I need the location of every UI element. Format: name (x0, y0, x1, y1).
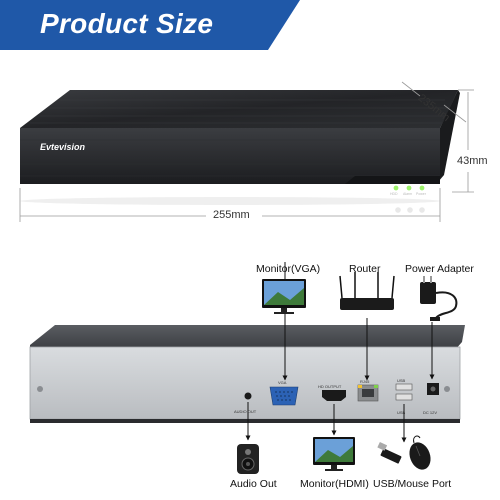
led-label-power: Power (416, 192, 426, 196)
height-dimension-label: 43mm (457, 155, 488, 167)
usb-port-top-icon (395, 383, 413, 391)
vga-port-icon (269, 386, 299, 406)
power-adapter-icon (420, 276, 458, 321)
led-label-hdd: HDD (390, 192, 398, 196)
width-dimension-label: 255mm (213, 209, 250, 221)
hd-output-port-label: HD OUTPUT (318, 384, 342, 389)
nvr-rear-view (29, 325, 465, 423)
brand-logo-text: Evtevision (40, 142, 86, 152)
audio-out-port-icon (244, 392, 252, 400)
monitor-hdmi-label: Monitor(HDMI) (300, 478, 369, 490)
vga-port-label: VGA (278, 380, 287, 385)
product-size-banner (0, 0, 300, 50)
connection-arrows-bottom (245, 402, 407, 443)
dc-port-label: DC 12V (423, 410, 438, 415)
banner-title: Product Size (40, 8, 214, 39)
rj45-port-label: RJ45 (360, 379, 370, 384)
led-label-alarm: Alarm (403, 192, 413, 196)
router-label: Router (349, 263, 381, 275)
audio-out-label: Audio Out (230, 478, 277, 490)
monitor-vga-label: Monitor(VGA) (256, 263, 321, 275)
monitor-hdmi-icon (313, 437, 355, 471)
mouse-icon (409, 435, 431, 470)
usb-port-bottom-icon (395, 393, 413, 401)
usb-top-port-label: USB (397, 378, 406, 383)
alarm-led-icon (406, 185, 412, 191)
monitor-vga-icon (262, 279, 306, 314)
nvr-front-view (20, 90, 460, 213)
hdd-led-icon (393, 185, 399, 191)
power-adapter-label: Power Adapter (405, 263, 474, 275)
audio-out-port-label: AUDIO OUT (234, 409, 257, 414)
speaker-icon (237, 444, 259, 474)
router-icon (339, 272, 395, 310)
usb-drive-icon (377, 441, 402, 464)
power-led-icon (419, 185, 425, 191)
usb-mouse-port-label: USB/Mouse Port (373, 478, 452, 490)
usb-bottom-port-label: USB (397, 410, 406, 415)
dimension-lines (19, 81, 474, 222)
screw-right-icon (444, 386, 450, 392)
screw-left-icon (37, 386, 43, 392)
hdmi-port-icon (322, 390, 346, 401)
